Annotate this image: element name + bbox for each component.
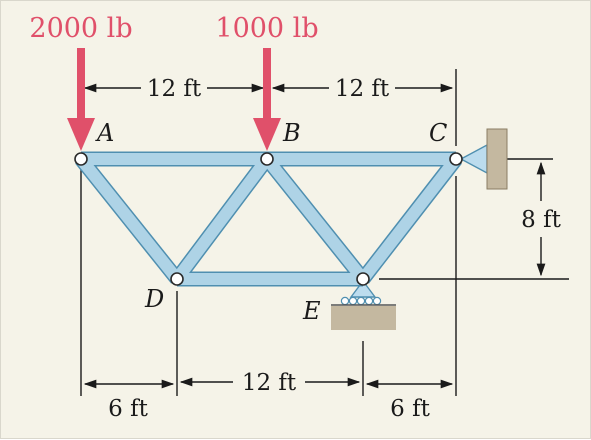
load-arrow-a [67,48,95,151]
node-label-c: C [429,119,447,147]
dimension-arrows [83,83,546,389]
member-ec [358,155,461,283]
roller [372,296,382,306]
pin-support-c [459,128,508,190]
node-label-b: B [282,119,301,147]
load-arrow-b [253,48,281,151]
roller [356,296,366,306]
roller-support-e-triangle [349,279,377,298]
wall [486,128,508,190]
dim-label-bottom-left: 6 ft [108,396,148,422]
roller-support-e [331,279,396,330]
joint-a [74,152,88,166]
truss-joints [74,152,463,286]
load-label-b: 1000 lb [215,13,318,44]
rollers [340,296,382,306]
dim-label-bottom-right: 6 ft [390,396,430,422]
load-arrow-a-head [67,118,95,151]
member-ad [76,155,182,283]
truss-members [75,151,462,287]
roller [364,296,374,306]
ground [331,306,396,330]
member-be [262,155,368,283]
node-label-e: E [302,297,321,325]
joint-d [170,272,184,286]
load-arrow-b-head [253,118,281,151]
load-arrow-b-shaft [263,48,271,120]
node-label-d: D [144,285,164,313]
member-db [172,155,272,283]
dim-label-top-right: 12 ft [335,76,390,102]
roller [348,296,358,306]
load-arrow-a-shaft [77,48,85,120]
node-label-a: A [95,119,114,147]
dim-label-top-left: 12 ft [147,76,202,102]
joint-c [449,152,463,166]
pin-support-c-triangle [459,143,488,175]
load-arrows [67,48,281,151]
dim-label-height: 8 ft [521,207,561,233]
joint-e [356,272,370,286]
dim-label-bottom-middle: 12 ft [242,370,297,396]
load-label-a: 2000 lb [29,13,132,44]
joint-b [260,152,274,166]
roller [340,296,350,306]
